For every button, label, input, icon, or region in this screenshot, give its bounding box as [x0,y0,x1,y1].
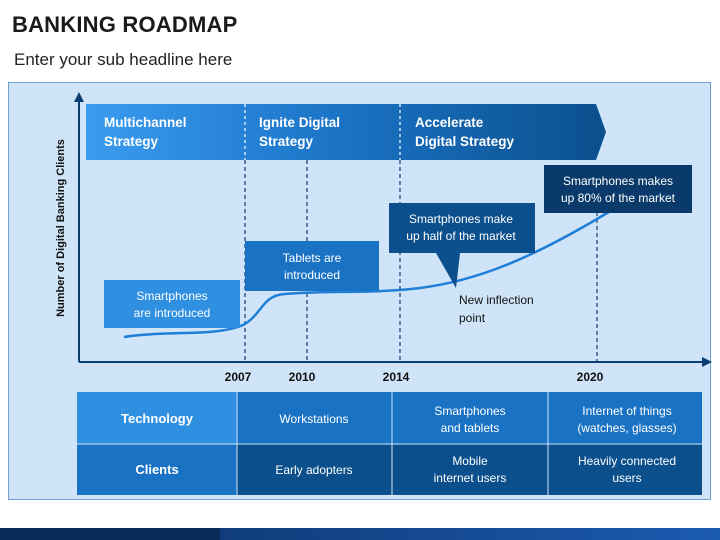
callout-smartphones-80 [544,165,692,213]
table-cell: Workstations [279,412,348,426]
y-axis-label: Number of Digital Banking Clients [55,139,67,317]
page-subtitle: Enter your sub headline here [14,50,233,69]
year-tick-label: 2010 [289,370,316,384]
table-row-header: Clients [135,462,178,477]
page-title: BANKING ROADMAP [12,12,238,37]
growth-curve [123,208,613,339]
table-row-clients [237,444,702,495]
table-header-technology [77,392,237,444]
table-header-clients [77,444,237,495]
year-tick-label: 2014 [383,370,410,384]
x-axis-arrow [702,357,712,367]
y-axis-arrow [74,92,84,102]
year-tick-label: 2020 [577,370,604,384]
callout-smartphones-half [389,203,535,288]
table-cell: Internet of things(watches, glasses) [577,404,676,435]
callout-smartphones-introduced [104,280,240,328]
callout-tablets-introduced [245,241,379,291]
table-row-technology [237,392,702,444]
footer-accent [0,528,220,540]
table-row-header: Technology [121,411,194,426]
table-cell: Early adopters [275,463,352,477]
year-tick-label: 2007 [225,370,252,384]
footer-bar [0,528,720,540]
strategy-banner [86,104,606,160]
